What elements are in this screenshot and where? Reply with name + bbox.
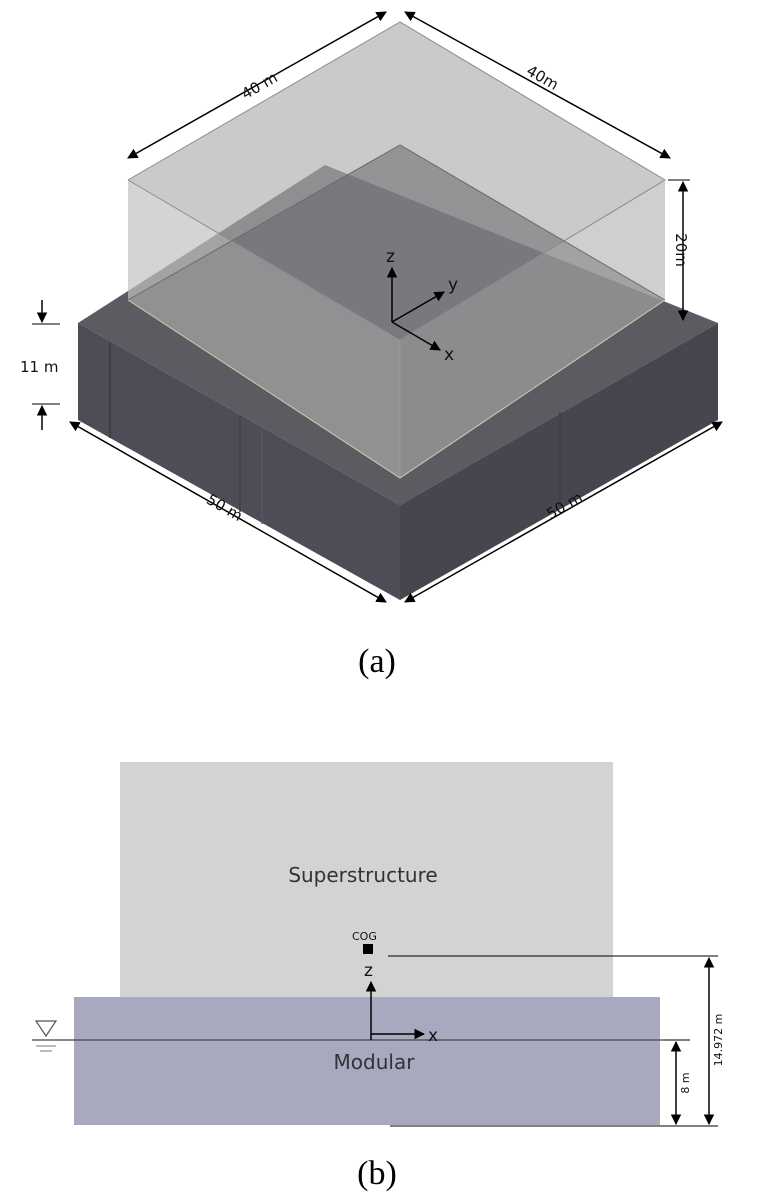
caption-b: (b) (357, 1155, 397, 1192)
cog-marker (363, 944, 373, 954)
super-base-edge (127, 299, 666, 479)
superstructure-block (120, 762, 613, 1020)
super-base-back-edge (127, 144, 666, 301)
superstructure-label: Superstructure (288, 863, 437, 887)
dim-line-super-width (127, 11, 387, 159)
axis-y-label: y (448, 275, 458, 295)
axis-x-label-b: x (428, 1026, 438, 1046)
dim-label-module-height: 11 m (20, 358, 58, 376)
axis-x-label: x (444, 345, 454, 365)
dim-label-super-depth: 40m (523, 61, 561, 93)
dim-label-cog-height: 14.972 m (712, 1014, 725, 1067)
water-level-symbol (34, 1020, 58, 1038)
cog-label: COG (352, 930, 377, 943)
dim-label-super-height: 20m (672, 233, 690, 267)
super-front-right-face (400, 180, 665, 478)
axes-a: z y x (386, 247, 458, 365)
axis-z-label-b: z (364, 961, 373, 981)
dim-label-draft: 8 m (679, 1072, 692, 1093)
dim-line-module-depth (404, 421, 723, 603)
isometric-view: 40 m 40m 20m 11 m 50 m 50 m z y x (20, 11, 723, 603)
side-view: Superstructure Modular COG z x 14.972 m … (32, 762, 725, 1127)
caption-a: (a) (358, 643, 396, 680)
axis-y-arrow (391, 291, 445, 323)
modular-block (74, 997, 660, 1125)
dim-line-module-width (69, 421, 387, 603)
axis-x-arrow (391, 321, 441, 351)
axis-z-label: z (386, 247, 395, 267)
super-front-left-face (128, 180, 400, 478)
dim-line-super-depth (404, 11, 671, 159)
modular-label: Modular (334, 1050, 416, 1074)
super-floor (128, 145, 665, 478)
